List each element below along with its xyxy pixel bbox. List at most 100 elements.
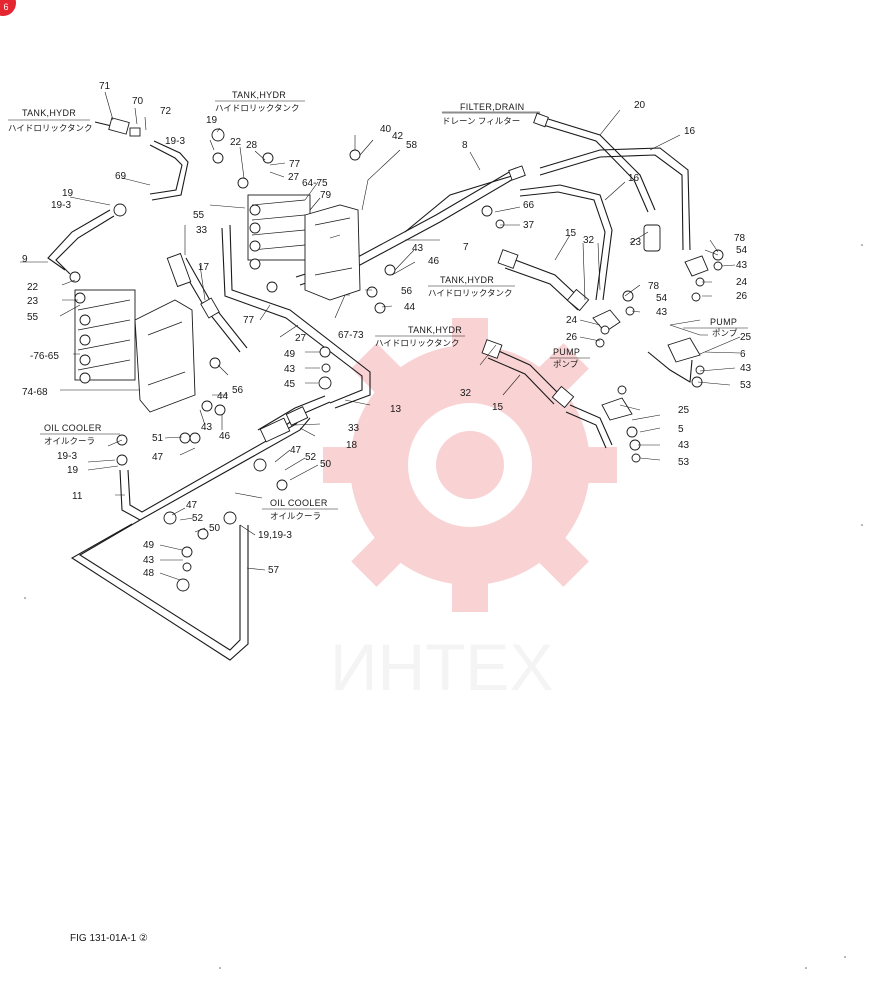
part-number: 69 [115,171,127,182]
part-number: 11 [72,491,83,502]
part-number: 47 [152,452,164,463]
part-number: 7 [463,242,469,253]
part-number: 18 [346,440,358,451]
filter-drain-label: FILTER,DRAIN [460,102,524,112]
pump-flange-upper [592,255,709,333]
part-number: 19-3 [57,451,77,462]
part-number: 52 [305,452,317,463]
part-number: 55 [193,210,205,221]
part-number: 24 [736,277,748,288]
part-number: 26 [736,291,748,302]
part-number: 19-3 [165,136,185,147]
part-number: 43 [284,364,296,375]
part-number: -76-65 [30,351,59,362]
part-number: 22 [27,282,39,293]
part-number: 51 [152,433,164,444]
part-number: 47 [290,445,302,456]
clamps-and-bolts [69,128,724,592]
tank-hydr-label-3: TANK,HYDR [440,275,494,285]
part-number: 43 [412,243,424,254]
part-number: 78 [648,281,660,292]
filter-drain-jp-label: ドレーン フィルター [442,116,520,126]
part-number: 27 [288,172,300,183]
control-valve-lower [74,289,136,384]
watermark-text: ИНТЕХ [330,630,553,704]
part-number: 43 [656,307,668,318]
tank-hydr-label-1: TANK,HYDR [22,108,76,118]
part-number: 24 [566,315,578,326]
part-number: 77 [289,159,301,170]
part-number: 49 [143,540,155,551]
part-number: 53 [740,380,752,391]
part-number: 20 [634,100,646,111]
valve-bracket-upper [304,204,361,301]
part-number: 43 [201,422,213,433]
part-number: 46 [428,256,440,267]
part-number: 19 [206,115,218,126]
part-number: 43 [678,440,690,451]
part-number: 64-75 [302,178,328,189]
control-valve-upper [247,194,311,270]
part-number: 66 [523,200,535,211]
part-number: 58 [406,140,418,151]
part-number: 32 [460,388,472,399]
part-number: 19 [67,465,79,476]
part-number: 9 [22,254,28,265]
part-number: 19 [62,188,74,199]
part-number: 56 [401,286,413,297]
oil-cooler-jp-label-1: オイルクーラ [44,436,95,446]
part-number: 15 [492,402,504,413]
part-number: 33 [196,225,208,236]
part-number: 25 [678,405,690,416]
drain-filter [643,224,661,252]
pump-label-1: PUMP [710,317,737,327]
tank-hydr-jp-label-2: ハイドロリックタンク [215,103,300,113]
part-number: 48 [143,568,155,579]
oil-cooler-label-2: OIL COOLER [270,498,328,508]
part-number: 44 [404,302,416,313]
part-number: 23 [630,237,642,248]
part-number: 43 [740,363,752,374]
part-number: 70 [132,96,144,107]
part-number: 43 [143,555,155,566]
tank-hydr-label-2: TANK,HYDR [232,90,286,100]
part-number: 46 [219,431,231,442]
tank-hydr-jp-label-4: ハイドロリックタンク [375,338,460,348]
part-number: 45 [284,379,296,390]
part-number: 23 [27,296,39,307]
tank-hydr-label-4: TANK,HYDR [408,325,462,335]
part-number: 52 [192,513,204,524]
part-number: 25 [740,332,752,343]
part-number: 78 [734,233,746,244]
part-number: 17 [198,262,210,273]
figure-caption: FIG 131-01A-1 ② [70,933,148,944]
valve-bracket-lower [134,299,196,413]
part-number: 56 [232,385,244,396]
part-number: 49 [284,349,296,360]
part-number: 15 [565,228,577,239]
part-number: 8 [462,140,468,151]
part-number: 6 [740,349,746,360]
part-number: 67-73 [338,330,364,341]
part-number: 26 [566,332,578,343]
part-number: 33 [348,423,360,434]
part-number: 13 [390,404,402,415]
tank-hydr-jp-label-1: ハイドロリックタンク [8,123,93,133]
pump-jp-label-1: ポンプ [712,328,738,338]
part-number: 5 [678,424,684,435]
part-number: 42 [392,131,404,142]
page-badge: 6 [0,0,16,16]
part-number: 57 [268,565,280,576]
part-number: 79 [320,190,332,201]
part-number-callouts: 71 70 72 19 19-3 22 28 77 27 64-75 79 40… [22,81,752,579]
part-number: 53 [678,457,690,468]
part-number: 47 [186,500,198,511]
leader-lines [20,91,741,581]
part-number: 72 [160,106,172,117]
part-number: 74-68 [22,387,48,398]
pump-label-2: PUMP [553,347,580,357]
part-number: 55 [27,312,39,323]
part-number: 77 [243,315,255,326]
watermark: ИНТЕХ [323,318,617,704]
